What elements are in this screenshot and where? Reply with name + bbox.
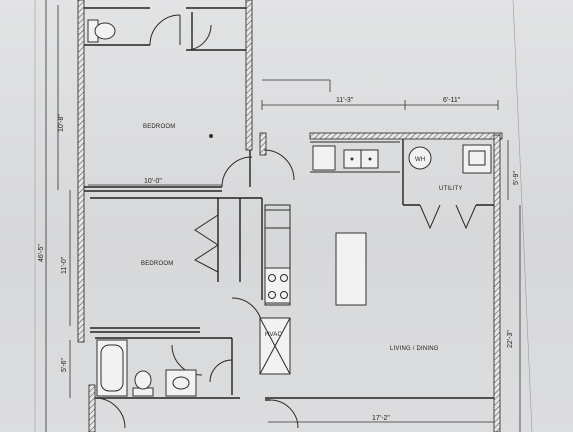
dim-bedroom-width: 10'-0" — [144, 178, 162, 185]
door-swings — [94, 14, 477, 429]
dim-bath-depth: 5'-6" — [61, 358, 68, 372]
dim-living-width: 17'-2" — [372, 415, 390, 422]
kitchen-island — [335, 232, 367, 306]
toilet-bowl-top — [94, 22, 116, 40]
toilet-bowl-bottom — [134, 370, 152, 390]
fixtures — [87, 19, 492, 397]
refrigerator — [312, 145, 336, 171]
label-hvac: HVAC — [265, 332, 282, 338]
label-wh: WH — [415, 157, 425, 163]
label-bedroom-bottom: BEDROOM — [141, 261, 173, 267]
sheet-border-right — [512, 0, 533, 432]
label-utility: UTILITY — [439, 186, 463, 192]
dim-top-bedroom-depth: 10'-8" — [58, 114, 65, 132]
exterior-walls — [77, 0, 503, 432]
dim-kitchen-width: 11'-3" — [336, 97, 354, 104]
dim-overall-depth: 46'-5" — [38, 244, 45, 262]
washer-dryer — [462, 144, 492, 174]
dim-living-depth: 22'-3" — [507, 330, 514, 348]
dimension-lines — [45, 0, 521, 432]
dim-utility-depth: 5'-9" — [513, 171, 520, 185]
bath-vanity — [165, 369, 197, 397]
dim-utility-width: 6'-11" — [443, 97, 461, 104]
label-bedroom-top: BEDROOM — [143, 124, 175, 130]
dim-bottom-bedroom-depth: 11'-0" — [61, 256, 68, 274]
interior-walls — [84, 7, 494, 401]
label-living-dining: LIVING / DINING — [390, 346, 439, 352]
water-heater — [408, 146, 432, 170]
